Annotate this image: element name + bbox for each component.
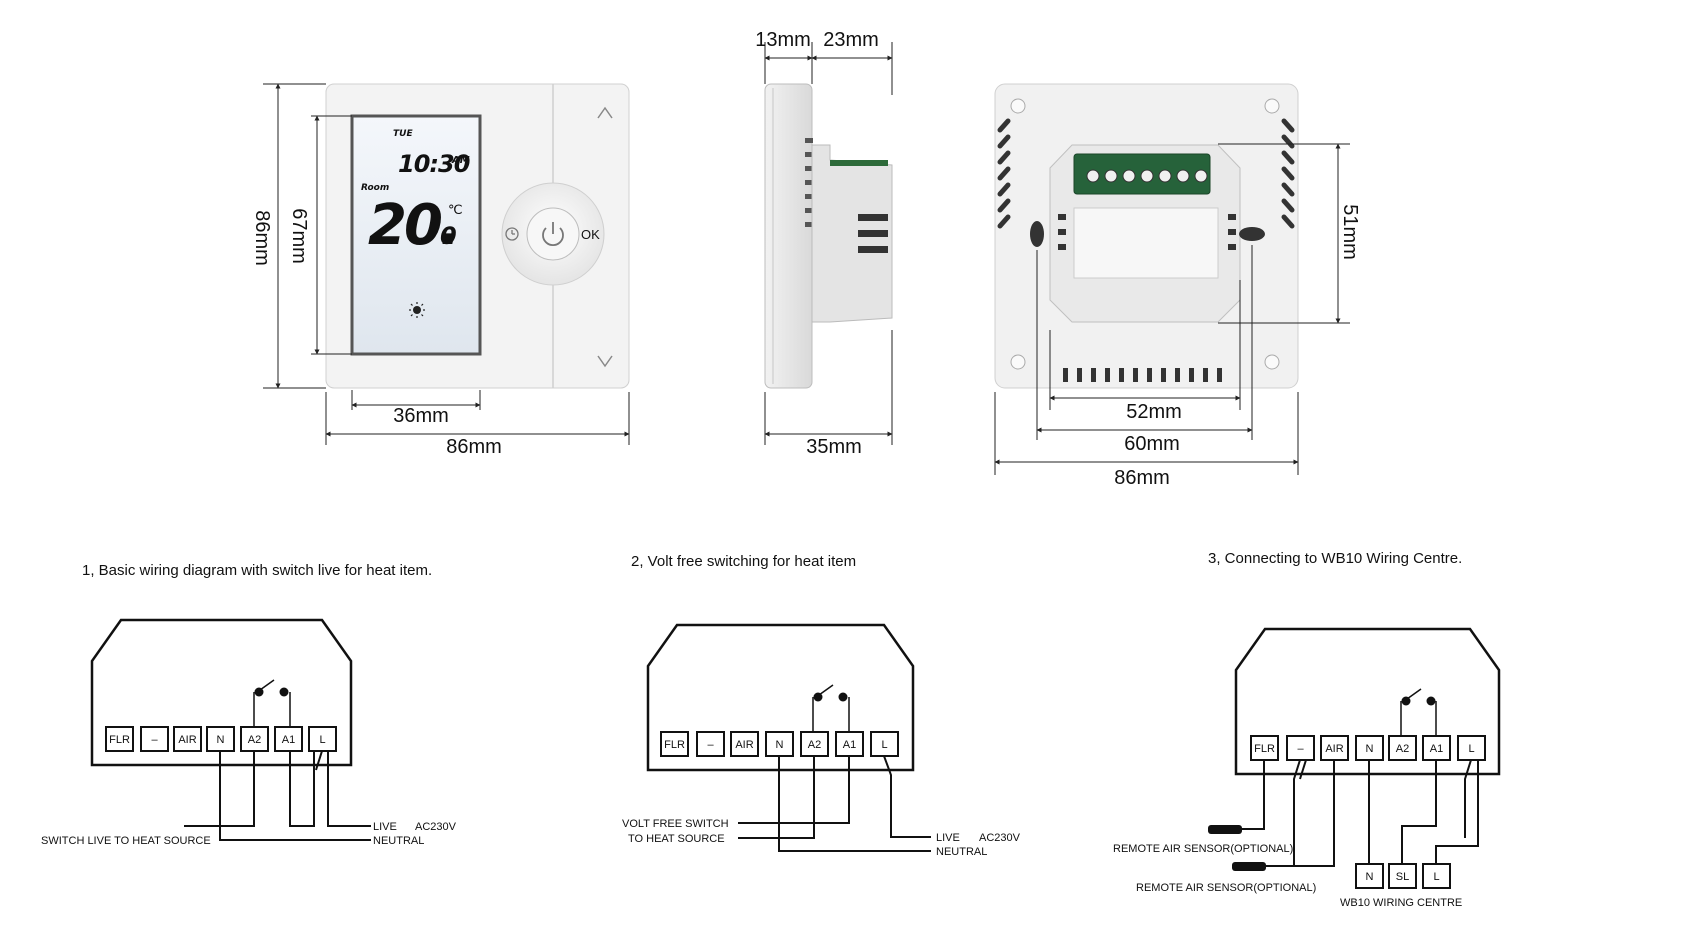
wiring-1-label-switch-live: SWITCH LIVE TO HEAT SOURCE (41, 835, 211, 847)
dim-back-module-height: 51mm (1339, 204, 1361, 260)
wiring-1-terminal-flr: FLR (109, 734, 130, 746)
wiring-3-wires (1240, 759, 1479, 867)
dim-back-module-width: 52mm (1126, 401, 1182, 423)
side-back-module (811, 144, 893, 323)
wiring-2-terminal-a1: A1 (843, 739, 856, 751)
back-vents-right (1281, 118, 1295, 229)
side-view: 13mm 23mm 35mm (755, 29, 893, 458)
air-sensor-1 (1208, 825, 1242, 834)
wiring-2-label-vfs-line1: VOLT FREE SWITCH (622, 818, 729, 830)
side-terminal-block (830, 160, 888, 166)
lcd-screen (350, 114, 482, 356)
wiring-3-terminal-air: AIR (1325, 743, 1343, 755)
lcd-day: TUE (393, 129, 413, 139)
dim-back-mount-spacing: 60mm (1124, 433, 1180, 455)
down-arrow-icon[interactable] (597, 355, 613, 368)
wiring-3-label-sensor-1: REMOTE AIR SENSOR(OPTIONAL) (1113, 843, 1293, 855)
wiring-1-terminal-l: L (319, 734, 325, 746)
wiring-1-terminal-n: N (217, 734, 225, 746)
lcd-unit: ℃ (448, 202, 463, 217)
wiring-1-caption: 1, Basic wiring diagram with switch live… (82, 562, 432, 579)
wiring-3-terminal-a2: A2 (1396, 743, 1409, 755)
wiring-3-terminal-dash: – (1297, 743, 1304, 755)
dim-side-back-depth: 23mm (823, 29, 879, 51)
wiring-1-terminal-air: AIR (178, 734, 196, 746)
wb10-terminals (1355, 863, 1451, 889)
wiring-1-terminal-a1: A1 (282, 734, 295, 746)
wiring-2-label-neutral: NEUTRAL (936, 846, 987, 858)
wb10-terminal-n: N (1366, 871, 1374, 883)
back-label-area (1073, 207, 1219, 279)
wiring-1-relay (253, 679, 291, 727)
power-icon (542, 222, 564, 247)
dim-side-total-depth: 35mm (806, 436, 862, 458)
wiring-3-terminal-l: L (1468, 743, 1474, 755)
clock-icon[interactable] (505, 227, 519, 241)
wiring-diagram-3: 3, Connecting to WB10 Wiring Centre. FLR… (1113, 550, 1501, 909)
lcd-ampm: AM (451, 155, 470, 166)
wiring-1-terminal-dash: – (151, 734, 158, 746)
wiring-3-label-wb10: WB10 WIRING CENTRE (1340, 897, 1462, 909)
sun-icon (409, 302, 425, 318)
wiring-3-terminal-a1: A1 (1430, 743, 1443, 755)
dim-back-width-outer: 86mm (1114, 467, 1170, 489)
wiring-2-terminal-n: N (776, 739, 784, 751)
dim-side-front-depth: 13mm (755, 29, 811, 51)
wiring-3-terminal-n: N (1366, 743, 1374, 755)
wiring-1-label-neutral: NEUTRAL (373, 835, 424, 847)
terminal-screws (1086, 169, 1208, 183)
back-vents-left (997, 118, 1011, 229)
lcd-temperature: 20. (368, 193, 458, 258)
wiring-2-caption: 2, Volt free switching for heat item (631, 553, 856, 570)
lcd-time: 10:30 (398, 150, 470, 178)
mount-slot-right (1239, 227, 1265, 241)
ok-button-label[interactable]: OK (581, 227, 600, 242)
wiring-1-label-live: LIVE (373, 821, 397, 833)
wiring-3-caption: 3, Connecting to WB10 Wiring Centre. (1208, 550, 1462, 567)
wiring-1-terminal-a2: A2 (248, 734, 261, 746)
wiring-1-housing (90, 618, 353, 767)
wb10-terminal-sl: SL (1396, 871, 1409, 883)
wiring-1-wires (184, 750, 371, 841)
wiring-1-label-ac: AC230V (415, 821, 457, 833)
wiring-2-terminal-a2: A2 (808, 739, 821, 751)
wiring-diagram-1: 1, Basic wiring diagram with switch live… (41, 562, 457, 847)
wiring-2-housing (646, 623, 915, 772)
wiring-2-label-live: LIVE (936, 832, 960, 844)
wiring-2-terminal-dash: – (707, 739, 714, 751)
wiring-2-terminals (660, 731, 899, 757)
wiring-2-wires (738, 755, 931, 852)
back-view: 51mm 52mm 60mm 86mm (994, 83, 1361, 489)
mount-slot-left (1030, 221, 1044, 247)
wiring-3-terminal-flr: FLR (1254, 743, 1275, 755)
front-view: TUE 10:30 AM Room 20. 0 ℃ OK (251, 83, 630, 458)
dim-front-height-outer: 86mm (251, 210, 273, 266)
wiring-3-terminals (1250, 735, 1486, 761)
wb10-terminal-l: L (1433, 871, 1439, 883)
back-bottom-vents (1063, 368, 1222, 382)
wiring-2-terminal-l: L (881, 739, 887, 751)
dim-front-width-screen: 36mm (393, 405, 449, 427)
air-sensor-2 (1232, 862, 1266, 871)
wiring-diagram-2: 2, Volt free switching for heat item FLR… (622, 553, 1021, 858)
wiring-2-label-vfs-line2: TO HEAT SOURCE (628, 833, 725, 845)
wiring-2-terminal-air: AIR (735, 739, 753, 751)
side-ribs (805, 138, 813, 227)
wiring-2-label-ac: AC230V (979, 832, 1021, 844)
wiring-3-housing (1234, 627, 1501, 776)
wiring-1-terminals (105, 726, 337, 752)
lcd-room-label: Room (361, 183, 389, 193)
up-arrow-icon[interactable] (597, 106, 613, 119)
side-faceplate (764, 83, 813, 389)
lcd-temperature-decimal: 0 (440, 222, 457, 250)
dim-front-height-screen: 67mm (288, 208, 310, 264)
wiring-3-label-sensor-2: REMOTE AIR SENSOR(OPTIONAL) (1136, 882, 1316, 894)
dim-front-width-outer: 86mm (446, 436, 502, 458)
wiring-2-terminal-flr: FLR (664, 739, 685, 751)
